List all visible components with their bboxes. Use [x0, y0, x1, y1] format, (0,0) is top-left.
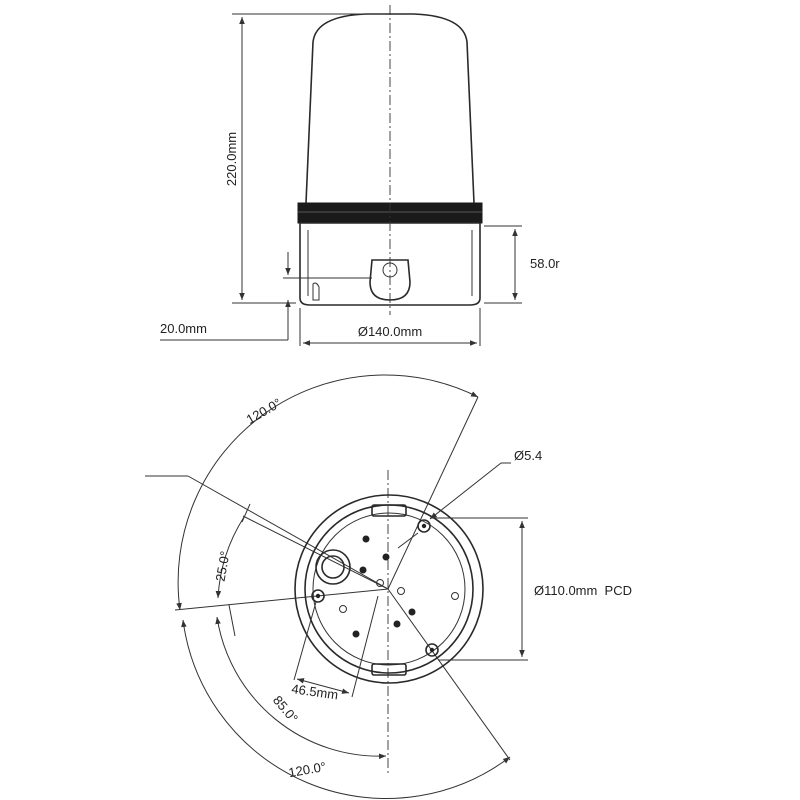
- lower-angle-label: 120.0°: [287, 759, 327, 780]
- radius-label: 46.5mm: [291, 681, 340, 702]
- top-view: 120.0° 120.0° 85.0° 25.0°: [145, 374, 632, 800]
- lower-angle-arc: [181, 619, 511, 800]
- height-label: 220.0mm: [224, 132, 239, 186]
- terminal-dots: [339, 535, 459, 638]
- mounting-hole-left: [311, 589, 325, 603]
- base-height-dimension: 58.0r: [484, 225, 560, 304]
- cable-entry: [315, 549, 351, 585]
- hole-dimension: Ø5.4: [397, 448, 542, 549]
- radius-dimension: 46.5mm: [291, 595, 379, 703]
- diameter-label: Ø140.0mm: [358, 324, 422, 339]
- top-clip: [371, 504, 407, 517]
- bracket-label: 20.0mm: [160, 321, 207, 336]
- mounting-hole-top-right: [417, 519, 431, 533]
- pcd-label: Ø110.0mm PCD: [534, 583, 632, 598]
- height-dimension: 220.0mm: [224, 13, 385, 304]
- beacon-base: [299, 222, 481, 306]
- upper-angle-label: 120.0°: [244, 395, 284, 427]
- diameter-dimension: Ø140.0mm: [299, 308, 481, 346]
- cable-angle-arc: [215, 516, 245, 599]
- cable-angle-label: 25.0°: [213, 550, 233, 583]
- bracket-dimension: 20.0mm: [160, 252, 372, 341]
- housing-outer-ring: [294, 494, 484, 684]
- housing-inner-ring: [304, 504, 474, 674]
- mounting-bracket: [312, 282, 320, 301]
- upper-angle-arc: [176, 374, 479, 611]
- mounting-hole-bottom-right: [425, 643, 439, 657]
- hole-label: Ø5.4: [514, 448, 542, 463]
- offset-angle-arc: [215, 616, 387, 760]
- offset-angle-label: 85.0°: [270, 693, 301, 726]
- bottom-clip: [371, 663, 407, 676]
- cable-entry-inner: [321, 555, 345, 579]
- side-view: 220.0mm 58.0r 20.0mm Ø140.0mm: [160, 5, 560, 346]
- pcd-dimension: Ø110.0mm PCD: [430, 517, 632, 661]
- base-height-label: 58.0r: [530, 256, 560, 271]
